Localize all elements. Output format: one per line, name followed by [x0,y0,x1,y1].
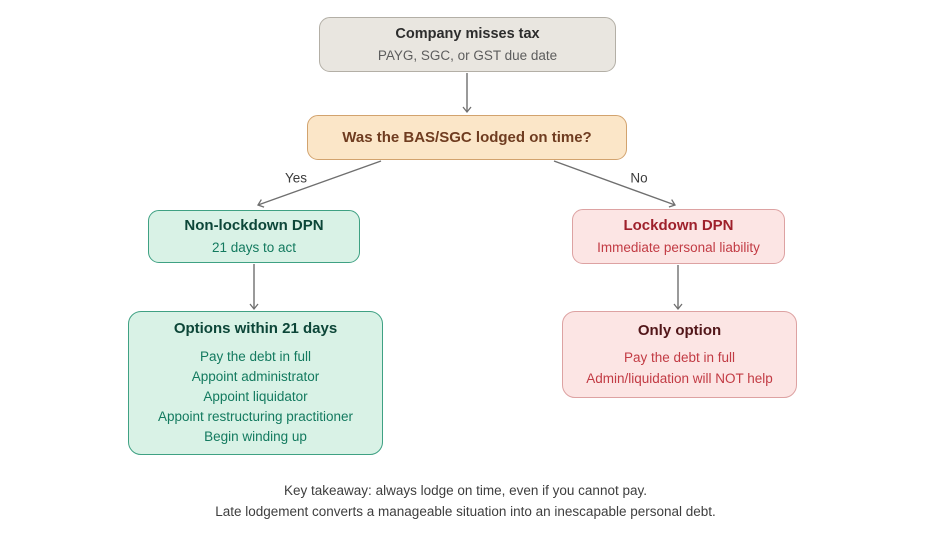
node-bas-sgc-lodged-question: Was the BAS/SGC lodged on time? [307,115,627,160]
edge-label-yes: Yes [281,170,311,186]
option-item: Pay the debt in full [623,349,736,365]
node-subtitle: Immediate personal liability [597,240,760,255]
option-item: Pay the debt in full [199,349,312,364]
edge-label-no: No [627,170,651,186]
option-item: Appoint restructuring practitioner [157,409,354,424]
footer-takeaway: Key takeaway: always lodge on time, even… [0,480,931,522]
node-non-lockdown-dpn: Non-lockdown DPN 21 days to act [148,210,360,263]
arrow-yes-to-nonlockdown [257,160,382,208]
node-company-misses-tax: Company misses tax PAYG, SGC, or GST due… [319,17,616,72]
footer-line-2: Late lodgement converts a manageable sit… [215,504,716,519]
arrow-no-to-lockdown [553,160,676,208]
node-title: Options within 21 days [173,320,338,337]
node-only-option: Only option Pay the debt in full Admin/l… [562,311,797,398]
node-title: Only option [637,321,722,339]
node-title: Company misses tax [395,26,540,42]
node-lockdown-dpn: Lockdown DPN Immediate personal liabilit… [572,209,785,264]
node-subtitle: PAYG, SGC, or GST due date [377,48,558,63]
option-item: Appoint liquidator [203,389,308,404]
option-item: Begin winding up [204,429,307,444]
option-item: Appoint administrator [191,369,320,384]
node-title: Non-lockdown DPN [184,217,324,234]
node-subtitle: 21 days to act [211,240,297,255]
node-options-within-21-days: Options within 21 days Pay the debt in f… [128,311,383,455]
option-item: Admin/liquidation will NOT help [586,370,773,386]
node-title: Lockdown DPN [623,217,734,234]
footer-line-1: Key takeaway: always lodge on time, even… [284,483,647,498]
node-title: Was the BAS/SGC lodged on time? [342,128,592,146]
